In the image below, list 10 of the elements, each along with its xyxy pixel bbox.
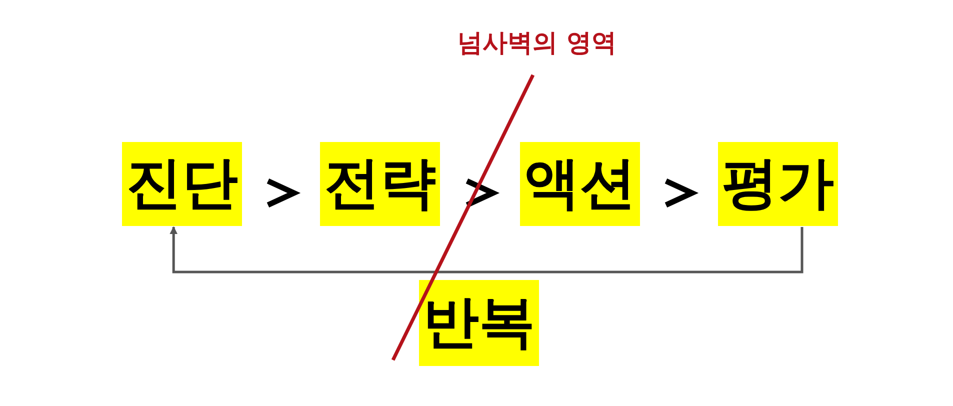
chevron-arrow: [466, 178, 500, 208]
highlighted-word: 반복: [419, 280, 539, 366]
highlighted-word: 진단: [122, 142, 242, 226]
chevron-arrow: [266, 178, 301, 208]
chevron-arrow: [664, 178, 699, 208]
annotation-text: 넘사벽의 영역: [458, 27, 616, 59]
highlighted-word: 액션: [520, 142, 640, 226]
highlighted-word: 평가: [718, 142, 838, 226]
return-arrow: [170, 226, 804, 274]
highlighted-word: 전략: [320, 142, 440, 226]
